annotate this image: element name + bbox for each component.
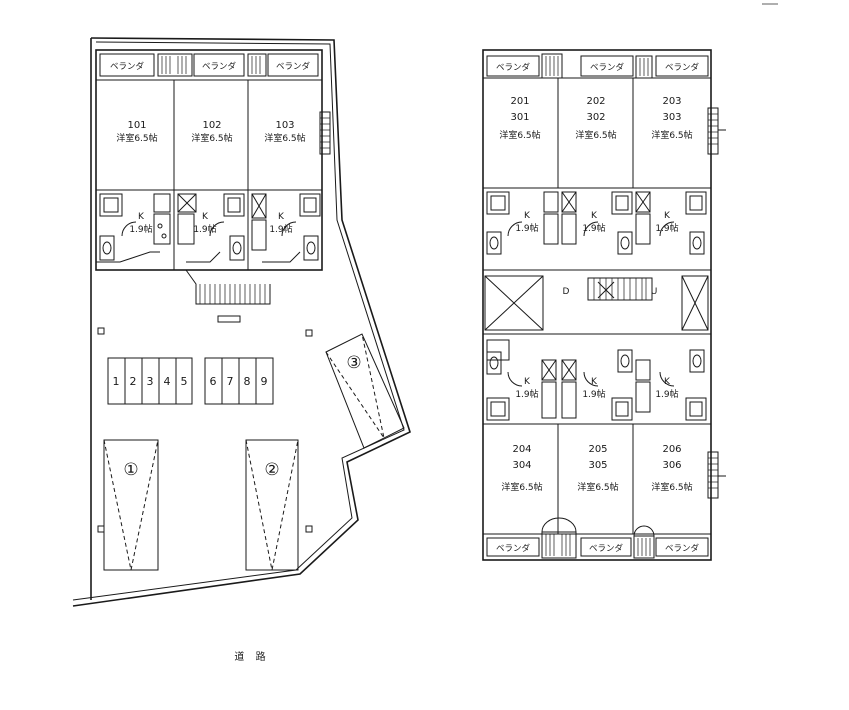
unit-205-room: 洋室6.5帖 bbox=[577, 481, 618, 493]
bicycle-slot-1: 1 bbox=[113, 375, 120, 388]
car-space-2-label: ② bbox=[264, 460, 279, 480]
unit-202-number: 202 bbox=[586, 96, 605, 107]
bicycle-slot-7: 7 bbox=[227, 375, 234, 388]
unit-201-room: 洋室6.5帖 bbox=[499, 129, 540, 141]
veranda-label-201: ベランダ bbox=[496, 62, 531, 73]
lot-boundary bbox=[72, 37, 411, 607]
kitchen-201-size: 1.9帖 bbox=[515, 222, 538, 234]
unit-102-number: 102 bbox=[202, 120, 221, 131]
kitchen-202-size: 1.9帖 bbox=[582, 222, 605, 234]
kitchen-103-size: 1.9帖 bbox=[269, 223, 292, 235]
mailbox bbox=[217, 315, 241, 323]
unit-206-room: 洋室6.5帖 bbox=[651, 481, 692, 493]
stair-mark-up: U bbox=[651, 287, 658, 297]
unit-201-number: 201 bbox=[510, 96, 529, 107]
veranda-label-204: ベランダ bbox=[496, 543, 531, 554]
wet-areas-bottom bbox=[486, 339, 707, 421]
unit-204-number: 204 bbox=[512, 444, 531, 455]
bicycle-slot-3: 3 bbox=[147, 375, 154, 388]
unit-305-number: 305 bbox=[588, 460, 607, 471]
lot-boundary-inner bbox=[72, 41, 405, 601]
unit-205-number: 205 bbox=[588, 444, 607, 455]
kitchen-204-label: K bbox=[524, 377, 531, 387]
bicycle-slot-4: 4 bbox=[164, 375, 171, 388]
bicycle-slot-9: 9 bbox=[261, 375, 268, 388]
kitchen-101-size: 1.9帖 bbox=[129, 223, 152, 235]
kitchen-102-label: K bbox=[202, 212, 209, 222]
kitchen-206-size: 1.9帖 bbox=[655, 388, 678, 400]
unit-204-room: 洋室6.5帖 bbox=[501, 481, 542, 493]
kitchen-103-label: K bbox=[278, 212, 285, 222]
unit-203-room: 洋室6.5帖 bbox=[651, 129, 692, 141]
veranda-row-1f: ベランダ ベランダ ベランダ bbox=[99, 53, 331, 155]
kitchen-206-label: K bbox=[664, 377, 671, 387]
building-upper-outline bbox=[482, 49, 712, 561]
kitchen-203-size: 1.9帖 bbox=[655, 222, 678, 234]
building-1f-outline bbox=[95, 49, 323, 271]
bicycle-slot-5: 5 bbox=[181, 375, 188, 388]
bicycle-slot-6: 6 bbox=[210, 375, 217, 388]
wet-areas-top bbox=[483, 191, 711, 271]
kitchen-201-label: K bbox=[524, 211, 531, 221]
bicycle-parking bbox=[107, 357, 274, 405]
veranda-label-101: ベランダ bbox=[110, 61, 145, 72]
unit-103-number: 103 bbox=[275, 120, 294, 131]
car-space-1-label: ① bbox=[123, 460, 138, 480]
unit-303-number: 303 bbox=[662, 112, 681, 123]
car-space-3: ③ bbox=[325, 333, 405, 449]
entrance-stairs bbox=[185, 269, 271, 323]
kitchen-203-label: K bbox=[664, 211, 671, 221]
car-space-1: ① bbox=[103, 439, 159, 571]
unit-306-number: 306 bbox=[662, 460, 681, 471]
car-space-3-label: ③ bbox=[346, 353, 361, 373]
unit-202-room: 洋室6.5帖 bbox=[575, 129, 616, 141]
unit-102-room: 洋室6.5帖 bbox=[191, 132, 232, 144]
car-space-2: ② bbox=[245, 439, 299, 571]
bicycle-slot-2: 2 bbox=[130, 375, 137, 388]
veranda-label-206: ベランダ bbox=[665, 543, 700, 554]
stair-mark-down: D bbox=[563, 287, 570, 297]
veranda-label-202: ベランダ bbox=[590, 62, 625, 73]
unit-206-number: 206 bbox=[662, 444, 681, 455]
veranda-label-203: ベランダ bbox=[665, 62, 700, 73]
unit-301-number: 301 bbox=[510, 112, 529, 123]
veranda-label-103: ベランダ bbox=[276, 61, 311, 72]
veranda-label-102: ベランダ bbox=[202, 61, 237, 72]
central-corridor bbox=[483, 275, 711, 335]
kitchen-101-label: K bbox=[138, 212, 145, 222]
unit-103-room: 洋室6.5帖 bbox=[264, 132, 305, 144]
bicycle-slot-8: 8 bbox=[244, 375, 251, 388]
upper-floors-plan: ベランダ ベランダ ベランダ 201 301 洋室6.5帖 202 302 洋室… bbox=[482, 49, 726, 561]
veranda-label-205: ベランダ bbox=[589, 543, 624, 554]
kitchen-102-size: 1.9帖 bbox=[193, 223, 216, 235]
kitchen-205-label: K bbox=[591, 377, 598, 387]
site-plan: ベランダ ベランダ ベランダ 101 洋室6.5帖 102 洋室6.5帖 103… bbox=[72, 37, 411, 663]
unit-203-number: 203 bbox=[662, 96, 681, 107]
unit-101-room: 洋室6.5帖 bbox=[116, 132, 157, 144]
wet-areas-1f bbox=[96, 193, 321, 263]
road-label: 道 路 bbox=[234, 650, 269, 663]
kitchen-205-size: 1.9帖 bbox=[582, 388, 605, 400]
unit-302-number: 302 bbox=[586, 112, 605, 123]
unit-101-number: 101 bbox=[127, 120, 146, 131]
kitchen-202-label: K bbox=[591, 211, 598, 221]
unit-304-number: 304 bbox=[512, 460, 531, 471]
kitchen-204-size: 1.9帖 bbox=[515, 388, 538, 400]
